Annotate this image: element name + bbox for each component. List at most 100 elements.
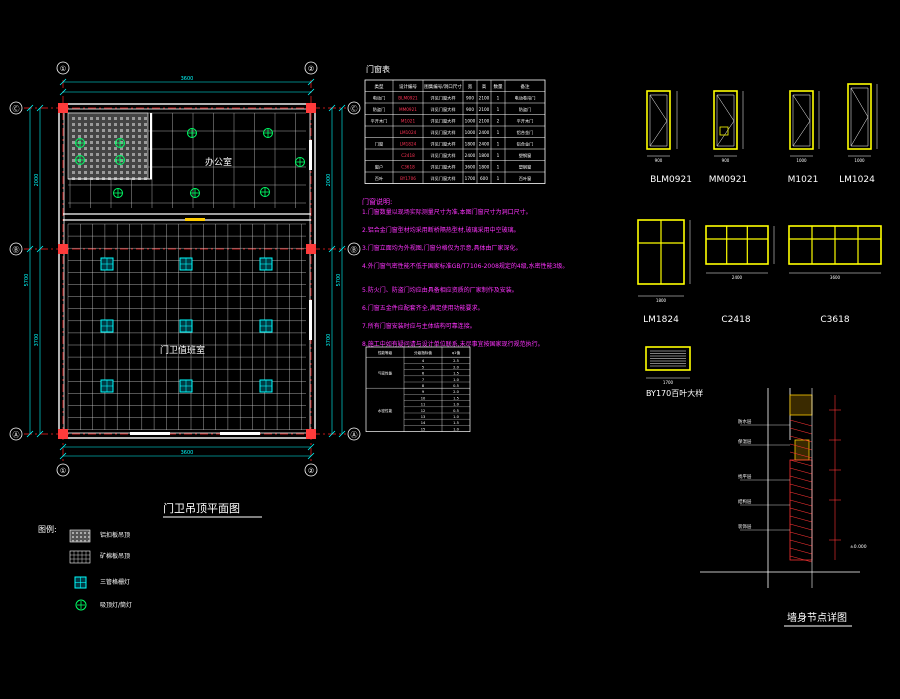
toilet-tile <box>144 117 147 120</box>
dim-right-total: 5700 <box>336 274 342 287</box>
dim-tick <box>307 452 315 460</box>
section-hatch <box>789 419 813 427</box>
note-line: 3.门窗立面均为外视图,门窗分格仅为示意,具体由厂家深化。 <box>362 244 522 252</box>
toilet-tile <box>138 159 141 162</box>
axis-bubble-a-left <box>9 427 23 441</box>
toilet-tile <box>72 159 75 162</box>
toilet-tile <box>144 129 147 132</box>
toilet-tile <box>90 147 93 150</box>
toilet-tile <box>96 129 99 132</box>
toilet-tile <box>72 141 75 144</box>
round-light <box>75 155 85 165</box>
window-elevations: 900BLM0921900MM09211000M10211000LM102418… <box>637 83 882 398</box>
door-table-cell: 详见门窗大样 <box>430 141 455 148</box>
dim-tick <box>59 443 67 451</box>
toilet-tile <box>144 141 147 144</box>
toilet-tile <box>96 153 99 156</box>
toilet-tile <box>138 171 141 174</box>
perf-cell: 1.0 <box>453 427 459 431</box>
door-table-header: 图集编号/洞口尺寸 <box>424 83 462 90</box>
section-lintel <box>789 394 813 416</box>
toilet-tile <box>126 141 129 144</box>
dim-tick <box>26 430 34 438</box>
elev-lm1024 <box>847 83 872 150</box>
door-table-cell: 百叶窗 <box>519 175 532 182</box>
legend-symbol-grid <box>69 550 91 564</box>
door-table-cell: 详见门窗大样 <box>430 152 455 159</box>
door-table-cell: 平开木门 <box>517 118 534 125</box>
toilet-tile <box>120 123 123 126</box>
perf-cell: 1.0 <box>453 378 459 382</box>
toilet-tile <box>144 153 147 156</box>
door-table-cell: 1800 <box>479 153 490 158</box>
toilet-tile <box>90 159 93 162</box>
elev-mm0921 <box>713 90 738 150</box>
section-hatch <box>789 475 813 483</box>
elev-dim-label: 3600 <box>830 275 841 280</box>
perf-cell: 15 <box>421 427 426 431</box>
legend-label-4: 吸顶灯/筒灯 <box>100 601 132 609</box>
section-hatch <box>789 547 813 555</box>
door-table-cell: 2400 <box>465 153 476 158</box>
dim-tick <box>59 78 67 86</box>
axis-bubble-a-right-label: Ⓐ <box>351 431 358 439</box>
elev-label-m1021: M1021 <box>788 175 819 185</box>
toilet-tile <box>120 165 123 168</box>
section-hatch <box>789 451 813 459</box>
toilet-tile <box>96 117 99 120</box>
door-table-cell: 2 <box>497 119 500 124</box>
door-table-cell: 1800 <box>465 142 476 147</box>
door-table-cell: 2100 <box>479 96 490 101</box>
perf-header: 分级指标值 <box>414 350 432 355</box>
perf-cell: 0.5 <box>453 384 459 388</box>
section-label: 保温层 <box>738 438 752 445</box>
inner-wall <box>63 108 311 434</box>
toilet-tile <box>120 159 123 162</box>
toilet-tile <box>126 153 129 156</box>
toilet-tile <box>90 135 93 138</box>
toilet-tile <box>96 141 99 144</box>
toilet-tile <box>108 135 111 138</box>
door-table-border <box>364 79 546 184</box>
dim-tick <box>338 430 346 438</box>
toilet-tile <box>90 117 93 120</box>
panel-light <box>179 379 193 393</box>
axis-bubble-b-right <box>347 242 361 256</box>
section-hatch <box>789 483 813 491</box>
toilet-tile <box>120 129 123 132</box>
toilet-tile <box>120 153 123 156</box>
dim-left-lower: 3700 <box>34 334 40 347</box>
round-light <box>115 155 125 165</box>
toilet-tile <box>78 171 81 174</box>
dim-tick <box>328 245 336 253</box>
panel-light <box>259 379 273 393</box>
perf-cell: 2.0 <box>453 365 459 369</box>
round-light <box>263 128 273 138</box>
dim-tick <box>59 452 67 460</box>
door-table-header: 宽 <box>468 83 473 90</box>
elev-by1706 <box>645 346 691 371</box>
toilet-tile <box>132 171 135 174</box>
section-level-label: ±0.000 <box>850 544 867 550</box>
dim-tick <box>59 88 67 96</box>
toilet-tile <box>72 147 75 150</box>
section-hatch <box>789 555 813 563</box>
toilet-tile <box>108 159 111 162</box>
light-fixtures <box>75 128 305 393</box>
door-table-header: 类型 <box>375 83 384 90</box>
toilet-tile <box>78 117 81 120</box>
toilet-tile <box>144 159 147 162</box>
door-table-cell: 600 <box>480 176 488 181</box>
toilet-tile <box>96 159 99 162</box>
toilet-tile <box>120 147 123 150</box>
round-light <box>187 128 197 138</box>
dim-tick <box>36 104 44 112</box>
toilet-tile <box>102 129 105 132</box>
toilet-tile <box>78 135 81 138</box>
perf-cell: 7 <box>422 378 424 382</box>
door-table-cell: 1000 <box>465 130 476 135</box>
round-light <box>115 138 125 148</box>
toilet-tile <box>114 117 117 120</box>
